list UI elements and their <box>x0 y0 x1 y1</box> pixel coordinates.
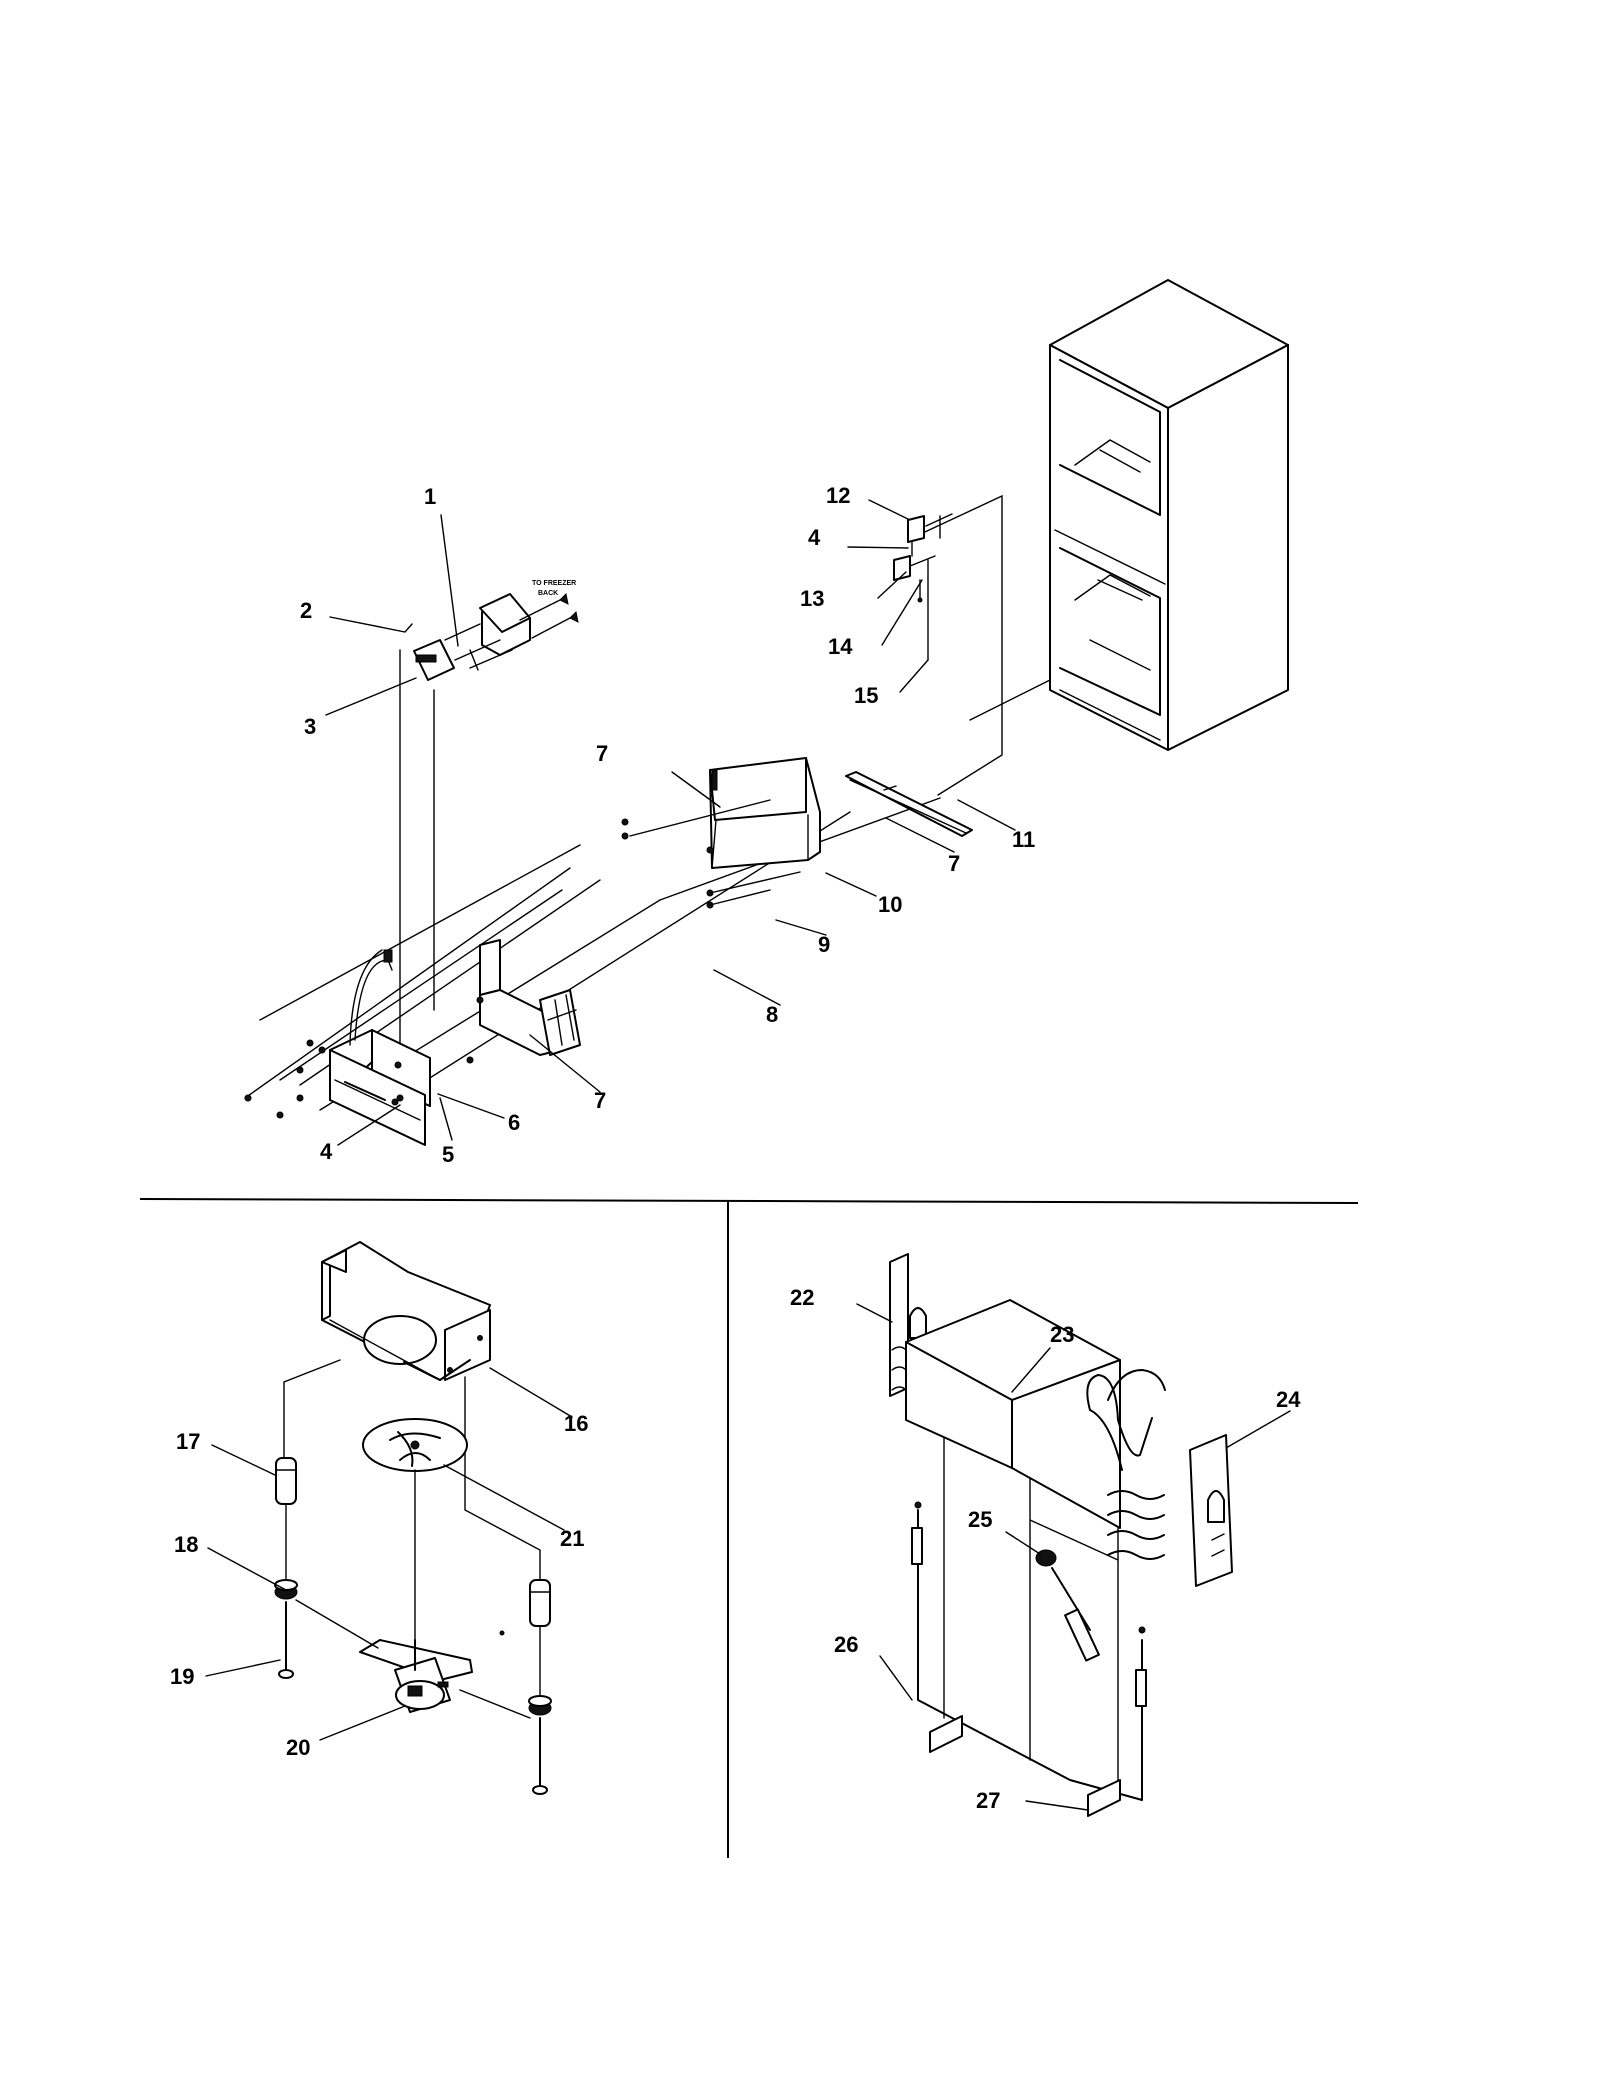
callout-7-upper: 7 <box>596 741 608 766</box>
note-line-2: BACK <box>538 590 558 597</box>
callout-25: 25 <box>968 1507 992 1532</box>
callout-19: 19 <box>170 1664 194 1689</box>
callout-9: 9 <box>818 932 830 957</box>
air-duct-assembly <box>244 757 973 1146</box>
callout-5: 5 <box>442 1142 454 1167</box>
callout-10: 10 <box>878 892 902 917</box>
callout-leaders <box>205 499 1291 1811</box>
callout-1: 1 <box>424 484 436 509</box>
section-dividers <box>139 1198 1359 1858</box>
callout-20: 20 <box>286 1735 310 1760</box>
callout-15: 15 <box>854 683 878 708</box>
callout-26: 26 <box>834 1632 858 1657</box>
callout-6: 6 <box>508 1110 520 1135</box>
callout-18: 18 <box>174 1532 198 1557</box>
callout-4-lower: 4 <box>320 1139 333 1164</box>
callout-4-upper: 4 <box>808 525 821 550</box>
callout-3: 3 <box>304 714 316 739</box>
callout-numbers: 1 2 3 4 4 5 6 7 7 7 8 9 10 11 12 13 14 1… <box>170 483 1301 1813</box>
callout-14: 14 <box>828 634 853 659</box>
refrigerator-cabinet <box>1049 279 1289 751</box>
callout-21: 21 <box>560 1526 584 1551</box>
callout-2: 2 <box>300 598 312 623</box>
callout-27: 27 <box>976 1788 1000 1813</box>
evaporator-assembly <box>889 1253 1233 1817</box>
fan-motor-assembly <box>274 1241 552 1795</box>
callout-17: 17 <box>176 1429 200 1454</box>
bracket-assembly <box>893 513 953 661</box>
callout-11: 11 <box>1012 827 1035 852</box>
callout-24: 24 <box>1276 1387 1301 1412</box>
callout-23: 23 <box>1050 1322 1074 1347</box>
callout-16: 16 <box>564 1411 588 1436</box>
note-line-1: TO FREEZER <box>532 580 576 587</box>
callout-13: 13 <box>800 586 824 611</box>
callout-8: 8 <box>766 1002 778 1027</box>
assembly-leaders <box>244 494 1051 1111</box>
freezer-note: TO FREEZER BACK <box>532 580 576 597</box>
callout-7-lower: 7 <box>594 1088 606 1113</box>
callout-12: 12 <box>826 483 850 508</box>
damper-control-assembly <box>413 592 579 681</box>
callout-22: 22 <box>790 1285 814 1310</box>
callout-7-right: 7 <box>948 851 960 876</box>
